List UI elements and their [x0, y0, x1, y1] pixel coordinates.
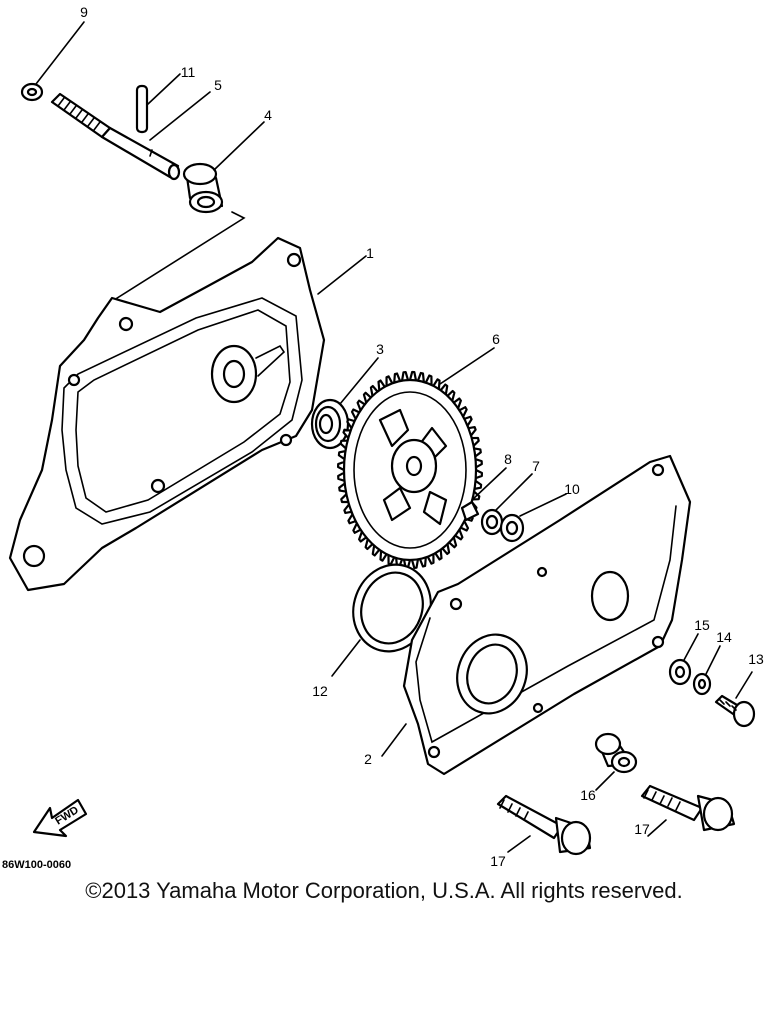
key-part-8	[460, 500, 480, 522]
callout-2: 2	[364, 751, 372, 767]
shaft-part-5	[50, 92, 181, 181]
copyright-notice: ©2013 Yamaha Motor Corporation, U.S.A. A…	[85, 878, 683, 903]
bushing-part-4	[182, 162, 224, 214]
callout-16: 16	[580, 787, 596, 803]
collar-part-16	[594, 732, 638, 774]
gear-part-6	[336, 370, 484, 570]
bolt-part-13	[714, 694, 756, 728]
callout-3: 3	[376, 341, 384, 357]
callout-1: 1	[366, 245, 374, 261]
outer-cover-part-2	[402, 454, 692, 776]
nut-part-14	[692, 672, 712, 696]
nut-part-10	[499, 513, 525, 543]
callout-8: 8	[504, 451, 512, 467]
callout-10: 10	[564, 481, 580, 497]
washer-part-15	[668, 658, 692, 686]
flange-bolt-part-17-right	[640, 784, 736, 832]
callout-7: 7	[532, 458, 540, 474]
exploded-parts-diagram: FWD 86W100-0060 9 11 5 4 1 3 6 8 7 10 15…	[2, 4, 764, 871]
gear-case-cover-part-1	[8, 236, 326, 592]
callout-6: 6	[492, 331, 500, 347]
bearing-part-3	[310, 398, 350, 450]
callout-17-left: 17	[490, 853, 506, 869]
gasket-ring-part-12	[352, 563, 432, 653]
callout-4: 4	[264, 107, 272, 123]
washer-part-9	[20, 82, 44, 102]
callout-14: 14	[716, 629, 732, 645]
callout-15: 15	[694, 617, 710, 633]
callout-17-right: 17	[634, 821, 650, 837]
flange-bolt-part-17-left	[496, 794, 592, 856]
callout-9: 9	[80, 4, 88, 20]
washer-part-7	[480, 508, 504, 536]
callout-11: 11	[181, 64, 196, 80]
callout-12: 12	[312, 683, 328, 699]
pin-part-11	[135, 84, 149, 134]
diagram-code: 86W100-0060	[2, 859, 71, 871]
callout-13: 13	[748, 651, 764, 667]
callout-5: 5	[214, 77, 222, 93]
fwd-arrow-icon: FWD	[32, 798, 88, 838]
